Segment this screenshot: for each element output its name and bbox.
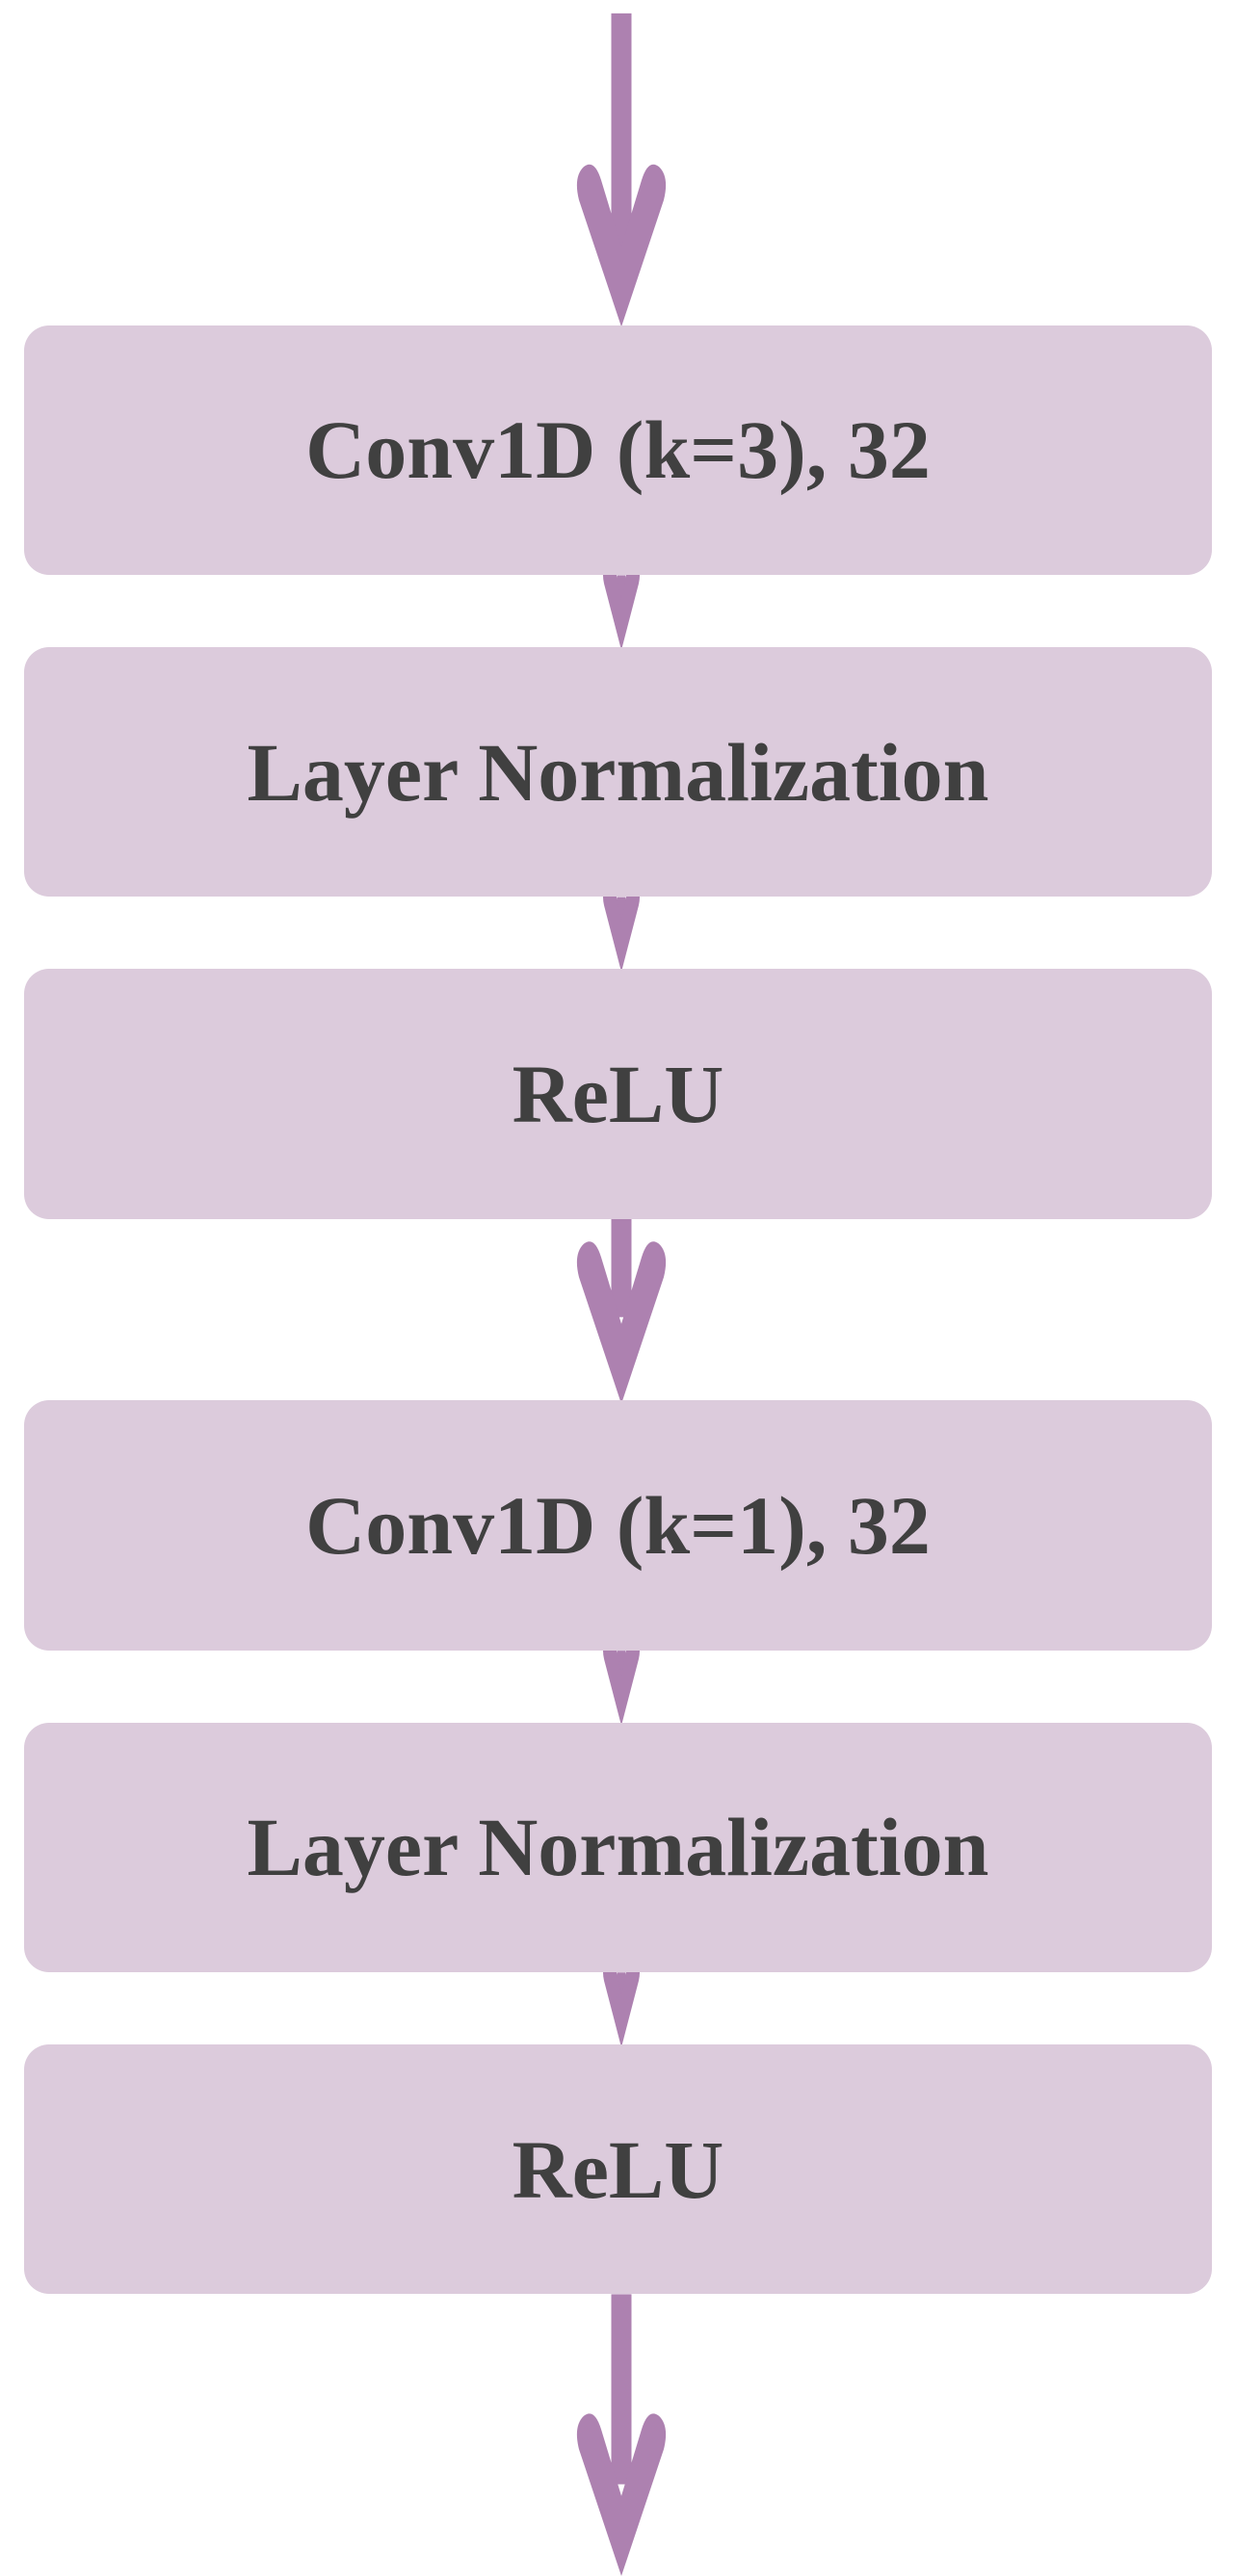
node-relu-1[interactable]: ReLU <box>24 968 1212 1219</box>
node-conv1d-k3[interactable]: Conv1D (k=3), 32 <box>24 325 1212 576</box>
node-relu-2[interactable]: ReLU <box>24 2043 1212 2295</box>
node-label: Layer Normalization <box>247 1801 989 1894</box>
node-label: Layer Normalization <box>247 725 989 819</box>
node-label: ReLU <box>512 1047 724 1140</box>
node-conv1d-k1[interactable]: Conv1D (k=1), 32 <box>24 1400 1212 1652</box>
node-label: ReLU <box>512 2122 724 2216</box>
node-layer-normalization-1[interactable]: Layer Normalization <box>24 646 1212 898</box>
node-label: Conv1D (k=1), 32 <box>305 1479 931 1573</box>
node-layer-normalization-2[interactable]: Layer Normalization <box>24 1722 1212 1973</box>
node-label: Conv1D (k=3), 32 <box>305 403 931 497</box>
